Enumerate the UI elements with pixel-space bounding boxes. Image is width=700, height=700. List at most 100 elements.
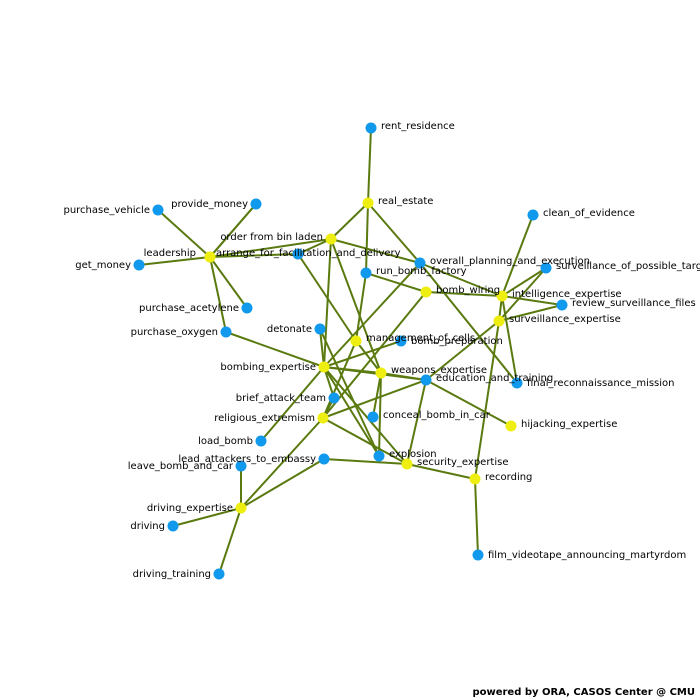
- label-conceal-bomb: conceal_bomb_in_car: [383, 410, 491, 421]
- edge-management_of_cells-religious_extremism: [322, 340, 357, 419]
- node-purchase-vehicle[interactable]: [152, 204, 164, 216]
- edge-overall_planning-bombing_expertise: [323, 262, 421, 368]
- edge-driving_training-driving_expertise: [218, 507, 242, 575]
- node-film-videotape[interactable]: [472, 549, 484, 561]
- node-religious-extremism[interactable]: [317, 412, 329, 424]
- node-driving-expertise[interactable]: [235, 502, 247, 514]
- label-film-videotape: film_videotape_announcing_martyrdom: [488, 550, 686, 561]
- node-recording[interactable]: [469, 473, 481, 485]
- edge-order_bin_laden-overall_planning: [330, 238, 421, 264]
- label-weapons-expertise: weapons_expertise: [391, 365, 487, 376]
- edge-run_bomb_factory-management_of_cells: [355, 272, 367, 342]
- edge-intelligence_expertise-final_reconnaissance: [501, 295, 518, 384]
- label-rent-residence: rent_residence: [381, 121, 455, 132]
- ora-credit-footer: powered by ORA, CASOS Center @ CMU: [472, 687, 695, 698]
- node-clean-of-evidence[interactable]: [527, 209, 539, 221]
- node-conceal-bomb[interactable]: [367, 411, 379, 423]
- node-final-reconnaissance[interactable]: [511, 377, 523, 389]
- node-detonate[interactable]: [314, 323, 326, 335]
- label-final-reconnaissance: final_reconnaissance_mission: [527, 378, 675, 389]
- edge-overall_planning-intelligence_expertise: [419, 262, 503, 297]
- edge-arrange_facilitation-order_bin_laden: [209, 238, 332, 258]
- node-overall-planning[interactable]: [414, 257, 426, 269]
- edge-layer: [138, 127, 563, 575]
- node-real-estate[interactable]: [362, 197, 374, 209]
- node-order-bin-laden[interactable]: [325, 233, 337, 245]
- edge-bombing_expertise-security_expertise: [323, 366, 408, 465]
- edge-lead_attackers-security_expertise: [323, 458, 408, 465]
- label-bomb-wiring: bomb_wiring: [436, 285, 500, 296]
- label-purchase-acetylene: purchase_acetylene: [139, 303, 239, 314]
- label-education-training: education_and_training: [436, 373, 553, 384]
- node-get-money[interactable]: [133, 259, 145, 271]
- node-driving-training[interactable]: [213, 568, 225, 580]
- node-weapons-expertise[interactable]: [375, 367, 387, 379]
- node-intelligence-expertise[interactable]: [496, 290, 508, 302]
- edge-education_training-religious_extremism: [322, 379, 427, 419]
- node-security-expertise[interactable]: [401, 458, 413, 470]
- label-bombing-expertise: bombing_expertise: [220, 362, 316, 373]
- label-detonate: detonate: [267, 324, 312, 335]
- node-purchase-oxygen[interactable]: [220, 326, 232, 338]
- edge-religious_extremism-driving_expertise: [240, 417, 324, 509]
- edge-recording-surveillance_expertise: [474, 320, 500, 480]
- edge-bomb_wiring-intelligence_expertise: [425, 291, 503, 297]
- label-surveillance-possible-targets: surveillance_of_possible_targets: [556, 261, 700, 272]
- edge-bombing_expertise-load_bomb: [260, 366, 325, 442]
- label-review-surveillance-files: review_surveillance_files: [572, 298, 696, 309]
- node-rent-residence[interactable]: [365, 122, 377, 134]
- node-leave-bomb[interactable]: [235, 460, 247, 472]
- node-lead-attackers[interactable]: [318, 453, 330, 465]
- edge-real_estate-run_bomb_factory: [365, 202, 369, 274]
- edge-purchase_vehicle-arrange_facilitation: [157, 209, 211, 258]
- edge-real_estate-order_bin_laden: [330, 202, 369, 240]
- node-task-298-254[interactable]: [292, 248, 304, 260]
- node-driving[interactable]: [167, 520, 179, 532]
- node-surveillance-possible-targets[interactable]: [540, 262, 552, 274]
- node-bomb-wiring[interactable]: [420, 286, 432, 298]
- edge-detonate-bombing_expertise: [319, 328, 325, 368]
- node-brief-attack-team[interactable]: [328, 392, 340, 404]
- edge-clean_of_evidence-intelligence_expertise: [501, 214, 534, 297]
- edge-review_surveillance_files-intelligence_expertise: [501, 295, 563, 306]
- node-bombing-expertise[interactable]: [318, 361, 330, 373]
- edge-weapons_expertise-education_training: [380, 372, 427, 381]
- node-education-training[interactable]: [420, 374, 432, 386]
- node-run-bomb-factory[interactable]: [360, 267, 372, 279]
- node-management-of-cells[interactable]: [350, 335, 362, 347]
- label-clean-of-evidence: clean_of_evidence: [543, 208, 635, 219]
- label-leadership: leadership: [144, 248, 196, 259]
- label-intelligence-expertise: intelligence_expertise: [512, 289, 622, 300]
- label-get-money: get_money: [75, 260, 131, 271]
- node-purchase-acetylene[interactable]: [241, 302, 253, 314]
- label-recording: recording: [485, 472, 532, 483]
- label-religious-extremism: religious_extremism: [214, 413, 315, 424]
- node-surveillance-expertise[interactable]: [493, 315, 505, 327]
- edge-arrange_facilitation-task_298_254: [209, 253, 299, 258]
- edge-surveillance_expertise-education_training: [425, 320, 500, 381]
- edge-education_training-security_expertise: [406, 379, 427, 465]
- label-brief-attack-team: brief_attack_team: [236, 393, 326, 404]
- edge-management_of_cells-weapons_expertise: [355, 340, 382, 374]
- node-provide-money[interactable]: [250, 198, 262, 210]
- edge-arrange_facilitation-purchase_oxygen: [209, 256, 227, 333]
- node-explosion[interactable]: [373, 450, 385, 462]
- node-leadership[interactable]: [204, 251, 216, 263]
- label-driving-training: driving_training: [133, 569, 211, 580]
- edge-order_bin_laden-task_298_254: [297, 238, 332, 255]
- node-load-bomb[interactable]: [255, 435, 267, 447]
- edge-rent_residence-real_estate: [367, 127, 372, 204]
- node-hijacking-expertise[interactable]: [505, 420, 517, 432]
- label-load-bomb: load_bomb: [198, 436, 253, 447]
- edge-review_surveillance_files-surveillance_expertise: [498, 304, 563, 322]
- label-order-bin-laden: order from bin laden: [220, 232, 323, 243]
- edge-weapons_expertise-explosion: [378, 372, 382, 457]
- node-review-surveillance-files[interactable]: [556, 299, 568, 311]
- edge-real_estate-overall_planning: [367, 202, 421, 264]
- edge-lead_attackers-driving_expertise: [240, 458, 325, 509]
- edge-order_bin_laden-bombing_expertise: [323, 238, 332, 368]
- edge-run_bomb_factory-bomb_wiring: [365, 272, 427, 293]
- label-explosion: explosion: [389, 449, 437, 460]
- node-bomb-preparation[interactable]: [395, 335, 407, 347]
